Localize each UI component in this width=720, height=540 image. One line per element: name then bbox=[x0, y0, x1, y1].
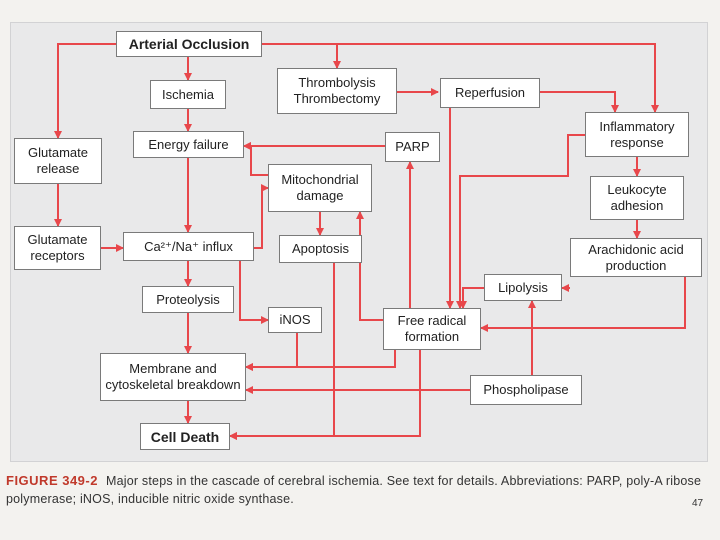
node-glutamate-release: Glutamate release bbox=[14, 138, 102, 184]
edge-inflammatory-free bbox=[456, 134, 585, 309]
node-cell-death: Cell Death bbox=[140, 423, 230, 450]
edge-ca-inos bbox=[239, 260, 269, 324]
node-inos: iNOS bbox=[268, 307, 322, 333]
node-energy-failure: Energy failure bbox=[133, 131, 244, 158]
node-lipolysis: Lipolysis bbox=[484, 274, 562, 301]
node-mitochondrial-damage: Mitochondrial damage bbox=[268, 164, 372, 212]
edge-free-celldeath bbox=[229, 350, 421, 440]
edge-occlusion-glutamate-release bbox=[54, 43, 116, 139]
page-number: 47 bbox=[692, 498, 704, 509]
node-leukocyte-adhesion: Leukocyte adhesion bbox=[590, 176, 684, 220]
edge-free-mito bbox=[356, 211, 383, 321]
node-inflammatory: Inflammatory response bbox=[585, 112, 689, 157]
node-proteolysis: Proteolysis bbox=[142, 286, 234, 313]
node-ca-na-influx: Ca²⁺/Na⁺ influx bbox=[123, 232, 254, 261]
edge-reperfusion-inflammatory bbox=[540, 91, 619, 113]
node-membrane-breakdown: Membrane and cytoskeletal breakdown bbox=[100, 353, 246, 401]
edge-lipolysis-free bbox=[459, 287, 484, 309]
edge-inos-membrane bbox=[245, 333, 298, 371]
edge-ca-mito bbox=[254, 184, 269, 249]
edge-occlusion-inflammatory bbox=[262, 43, 659, 113]
node-arachidonic-acid: Arachidonic acid production bbox=[570, 238, 702, 277]
node-ischemia: Ischemia bbox=[150, 80, 226, 109]
edge-arachidonic-free bbox=[480, 277, 686, 332]
node-free-radical: Free radical formation bbox=[383, 308, 481, 350]
figure-label: FIGURE 349-2 bbox=[6, 473, 98, 488]
node-parp: PARP bbox=[385, 132, 440, 162]
node-glutamate-receptors: Glutamate receptors bbox=[14, 226, 101, 270]
node-reperfusion: Reperfusion bbox=[440, 78, 540, 108]
edge-free-membrane bbox=[245, 350, 396, 371]
edge-apoptosis-celldeath bbox=[229, 263, 335, 440]
node-arterial-occlusion: Arterial Occlusion bbox=[116, 31, 262, 57]
edge-occlusion-thrombolysis bbox=[262, 43, 341, 69]
caption-text: Major steps in the cascade of cerebral i… bbox=[6, 474, 702, 506]
node-thrombolysis: Thrombolysis Thrombectomy bbox=[277, 68, 397, 114]
edge-mito-energy bbox=[243, 142, 268, 176]
node-apoptosis: Apoptosis bbox=[279, 235, 362, 263]
node-phospholipase: Phospholipase bbox=[470, 375, 582, 405]
